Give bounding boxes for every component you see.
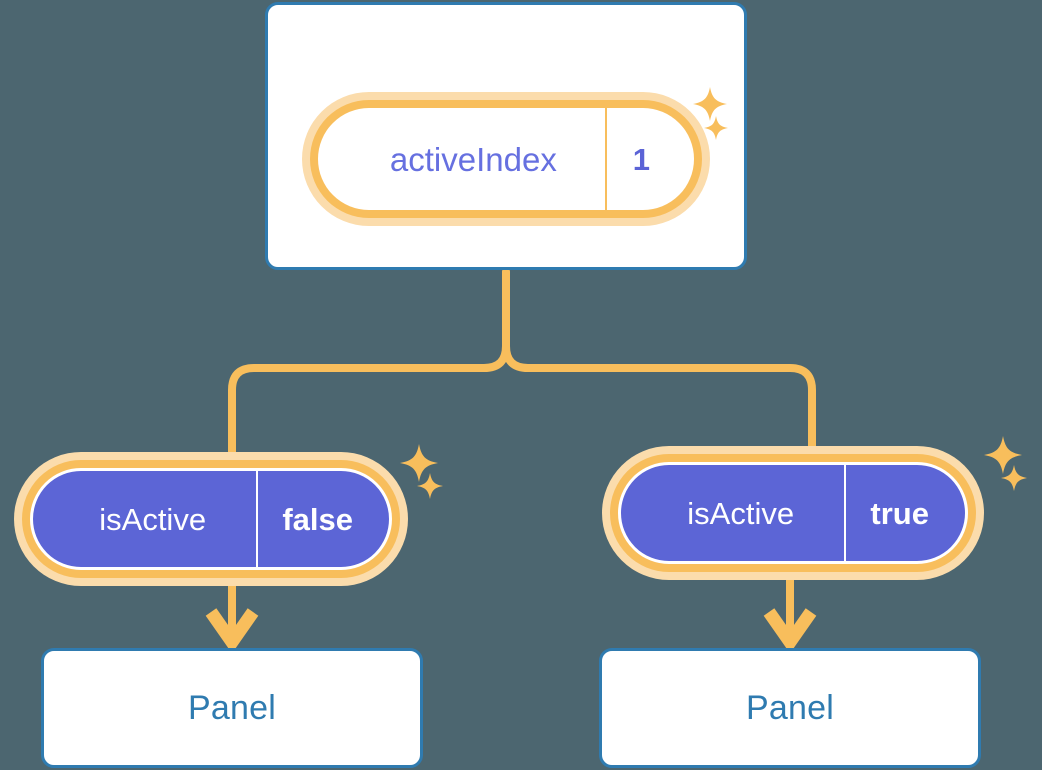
state-value-label: 1 (604, 108, 694, 210)
pill-body: isActive false (30, 468, 392, 570)
state-pill-is-active-right[interactable]: isActive true (602, 446, 984, 580)
state-pill-active-index[interactable]: activeIndex 1 (302, 92, 710, 226)
pill-body: isActive true (618, 462, 968, 564)
panel-title: Panel (746, 689, 834, 727)
sparkle-icon (691, 85, 729, 123)
pill-body: activeIndex 1 (318, 108, 694, 210)
state-value-label: true (844, 465, 965, 561)
sparkle-icon (982, 434, 1024, 476)
state-value-label: false (256, 471, 389, 567)
state-pill-is-active-left[interactable]: isActive false (14, 452, 408, 586)
state-key-label: activeIndex (389, 140, 557, 178)
sparkle-small-icon (703, 115, 729, 141)
panel-card-left[interactable]: Panel (41, 648, 423, 768)
sparkle-small-icon (416, 472, 444, 500)
sparkle-icon (398, 442, 440, 484)
panel-card-right[interactable]: Panel (599, 648, 981, 768)
state-key-label: isActive (99, 501, 207, 537)
sparkle-small-icon (1000, 464, 1028, 492)
state-key-label: isActive (687, 495, 795, 531)
panel-title: Panel (188, 689, 276, 727)
